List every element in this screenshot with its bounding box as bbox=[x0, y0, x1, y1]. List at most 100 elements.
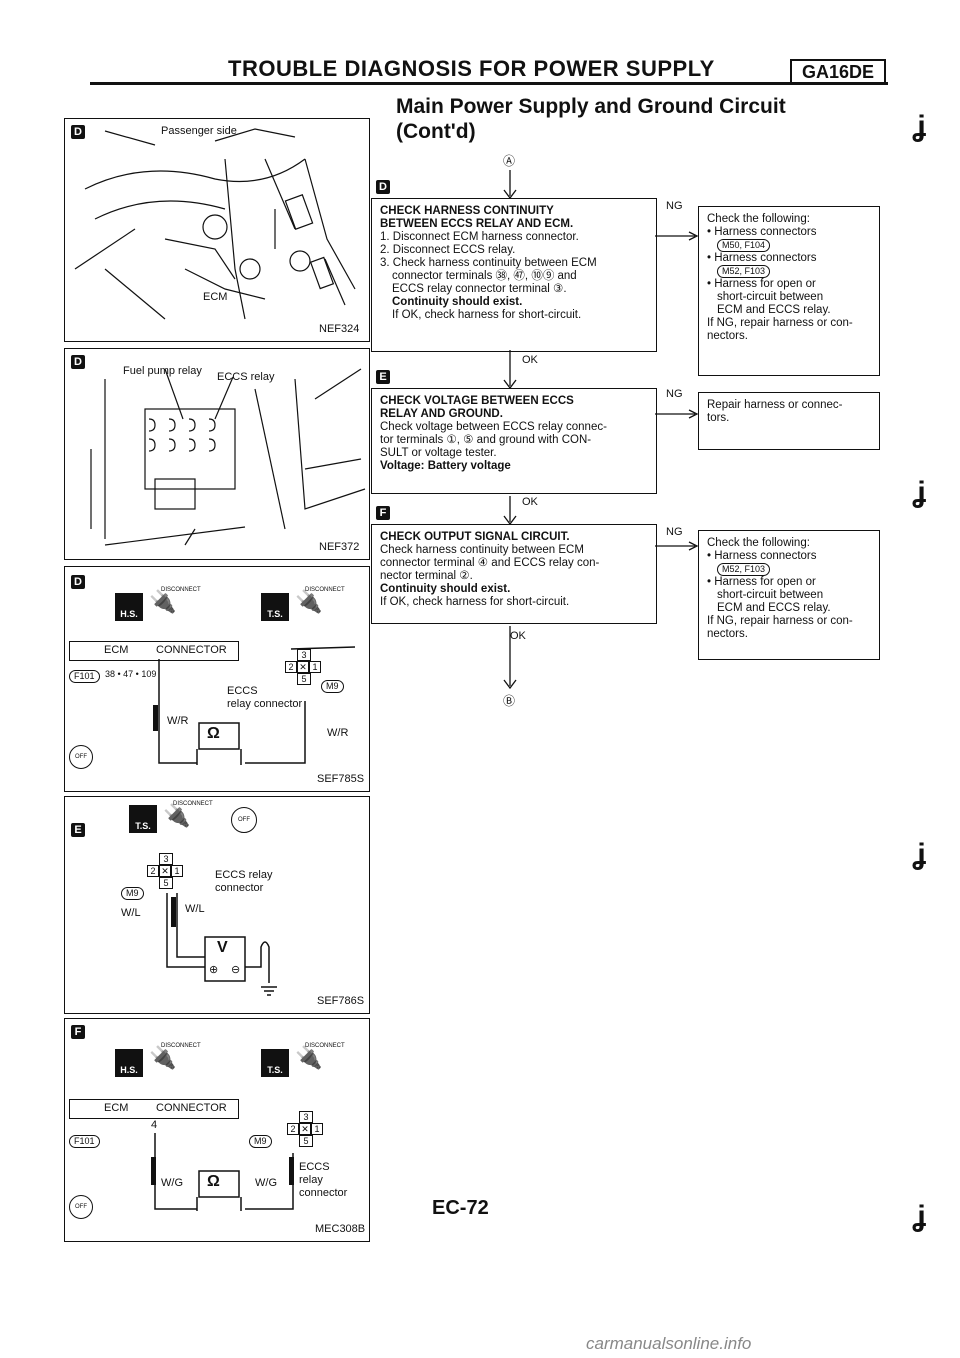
step1-line: 2. Disconnect ECCS relay. bbox=[380, 244, 516, 256]
terminal-number: 4 bbox=[151, 1119, 158, 1131]
disconnect-label: DISCONNECT bbox=[161, 1043, 201, 1049]
figure-ecm-location: D Passenger side ECM NEF324 bbox=[64, 118, 370, 342]
pin-3: 3 bbox=[299, 1111, 313, 1123]
figure-code: SEF785S bbox=[317, 773, 365, 785]
ng-heading: Check the following: bbox=[707, 213, 810, 225]
step1-line: connector terminals ㊳, ㊼, ⑩⑨ and bbox=[392, 270, 577, 282]
output-wiring-diagram bbox=[151, 1133, 294, 1211]
ok-label: OK bbox=[522, 354, 538, 366]
step1-title: BETWEEN ECCS RELAY AND ECM. bbox=[380, 218, 574, 230]
hs-tester-icon: H.S. bbox=[115, 1049, 143, 1077]
ok-label: OK bbox=[522, 496, 538, 508]
step-marker: E bbox=[71, 823, 85, 837]
relay-pin-grid: 3 2✕1 5 bbox=[285, 649, 321, 685]
disconnect-label: DISCONNECT bbox=[173, 801, 213, 807]
eccs-label: ECCS bbox=[299, 1161, 330, 1173]
connector-label: CONNECTOR bbox=[156, 1102, 227, 1114]
eccs-relay-label: ECCS relay bbox=[215, 869, 273, 881]
ng-line: • Harness for open or bbox=[707, 278, 816, 290]
step-marker: D bbox=[71, 355, 85, 369]
hs-label: H.S. bbox=[120, 1065, 138, 1075]
hs-tester-icon: H.S. bbox=[115, 593, 143, 621]
wire-color-label: W/G bbox=[161, 1177, 183, 1189]
ecm-connector-box: ECM CONNECTOR bbox=[69, 1099, 239, 1119]
site-watermark: carmanualsonline.info bbox=[586, 1334, 752, 1353]
margin-tick-mark: ʝ bbox=[912, 1200, 926, 1233]
ng-line: short-circuit between bbox=[717, 291, 824, 303]
ng-line: ECM and ECCS relay. bbox=[717, 602, 831, 614]
wiring-diagram bbox=[153, 646, 356, 765]
step1-check-box: CHECK HARNESS CONTINUITY BETWEEN ECCS RE… bbox=[371, 198, 657, 352]
step3-line: nector terminal ②. bbox=[380, 570, 473, 582]
terminal-numbers: 38 • 47 • 109 bbox=[105, 669, 157, 679]
ng-line: tors. bbox=[707, 412, 730, 424]
disconnect-plug-icon: 🔌 bbox=[149, 589, 177, 614]
step2-line: tor terminals ①, ⑤ and ground with CON- bbox=[380, 434, 592, 446]
ecm-connector-box: ECM CONNECTOR bbox=[69, 641, 239, 661]
figure-code: NEF324 bbox=[319, 323, 360, 335]
connector-id-m9: M9 bbox=[121, 887, 144, 900]
hs-label: H.S. bbox=[120, 609, 138, 619]
ng-line: Repair harness or connec- bbox=[707, 399, 843, 411]
disconnect-label: DISCONNECT bbox=[305, 587, 345, 593]
ng-line: If NG, repair harness or con- bbox=[707, 615, 853, 627]
connector-label: connector bbox=[215, 882, 264, 894]
figure-eccs-relay-location: D Fuel pump relay ECCS relay NEF372 bbox=[64, 348, 370, 560]
step1-line: 3. Check harness continuity between ECM bbox=[380, 257, 597, 269]
ecm-location-illustration bbox=[74, 128, 356, 320]
ts-label: T.S. bbox=[267, 609, 283, 619]
negative-terminal: ⊖ bbox=[231, 964, 241, 976]
connector-ids: M50, F104 bbox=[717, 239, 771, 252]
step2-ng-box: Repair harness or connec- tors. bbox=[698, 392, 880, 450]
figure-voltage-check: E T.S. 🔌 DISCONNECT OFF 3 2✕1 5 ECCS rel… bbox=[64, 796, 370, 1014]
step-marker: D bbox=[71, 125, 85, 139]
wire-color-label: W/L bbox=[121, 907, 141, 919]
step-marker: D bbox=[376, 180, 390, 194]
connector-label: connector bbox=[299, 1187, 348, 1199]
section-title-line1: Main Power Supply and Ground Circuit bbox=[396, 95, 786, 118]
step1-spec: Continuity should exist. bbox=[392, 296, 523, 308]
page-header-title: TROUBLE DIAGNOSIS FOR POWER SUPPLY bbox=[228, 56, 715, 81]
step2-line: SULT or voltage tester. bbox=[380, 447, 497, 459]
ts-tester-icon: T.S. bbox=[261, 593, 289, 621]
ng-label: NG bbox=[666, 200, 683, 212]
margin-tick-mark: ʝ bbox=[912, 838, 926, 871]
header-rule bbox=[90, 82, 888, 85]
ng-line: nectors. bbox=[707, 330, 748, 342]
ignition-off-icon: OFF bbox=[69, 745, 93, 769]
eccs-label: ECCS bbox=[227, 685, 258, 697]
step1-line: 1. Disconnect ECM harness connector. bbox=[380, 231, 579, 243]
fuel-pump-relay-label: Fuel pump relay bbox=[123, 365, 202, 377]
step1-line: ECCS relay connector terminal ③. bbox=[392, 283, 567, 295]
disconnect-label: DISCONNECT bbox=[305, 1043, 345, 1049]
ok-label: OK bbox=[510, 630, 526, 642]
disconnect-plug-icon: 🔌 bbox=[295, 589, 323, 614]
ng-line: ECM and ECCS relay. bbox=[717, 304, 831, 316]
passenger-side-label: Passenger side bbox=[161, 125, 237, 137]
section-title: Main Power Supply and Ground Circuit (Co… bbox=[396, 94, 786, 144]
pin-1: 1 bbox=[171, 865, 183, 877]
wire-color-label: W/G bbox=[255, 1177, 277, 1189]
step-marker: F bbox=[376, 506, 390, 520]
disconnect-plug-icon: 🔌 bbox=[163, 803, 191, 828]
figure-code: MEC308B bbox=[315, 1223, 366, 1235]
step2-check-box: CHECK VOLTAGE BETWEEN ECCS RELAY AND GRO… bbox=[371, 388, 657, 494]
section-title-line2: (Cont'd) bbox=[396, 120, 476, 143]
page-number: EC-72 bbox=[432, 1197, 489, 1219]
ts-label: T.S. bbox=[267, 1065, 283, 1075]
figure-code: SEF786S bbox=[317, 995, 365, 1007]
flow-end-connector: Ⓑ bbox=[503, 694, 516, 708]
ng-line: • Harness for open or bbox=[707, 576, 816, 588]
ts-tester-icon: T.S. bbox=[129, 805, 157, 833]
step3-line: If OK, check harness for short-circuit. bbox=[380, 596, 570, 608]
figure-output-signal-check: F H.S. 🔌 DISCONNECT T.S. 🔌 DISCONNECT EC… bbox=[64, 1018, 370, 1242]
ng-line: If NG, repair harness or con- bbox=[707, 317, 853, 329]
figure-continuity-check: D H.S. 🔌 DISCONNECT T.S. 🔌 DISCONNECT EC… bbox=[64, 566, 370, 792]
disconnect-plug-icon: 🔌 bbox=[149, 1045, 177, 1070]
connector-label: CONNECTOR bbox=[156, 644, 227, 656]
step-marker: D bbox=[71, 575, 85, 589]
ignition-off-icon: OFF bbox=[231, 807, 257, 833]
pin-3: 3 bbox=[297, 649, 311, 661]
step1-ng-box: Check the following: • Harness connector… bbox=[698, 206, 880, 376]
ng-heading: Check the following: bbox=[707, 537, 810, 549]
